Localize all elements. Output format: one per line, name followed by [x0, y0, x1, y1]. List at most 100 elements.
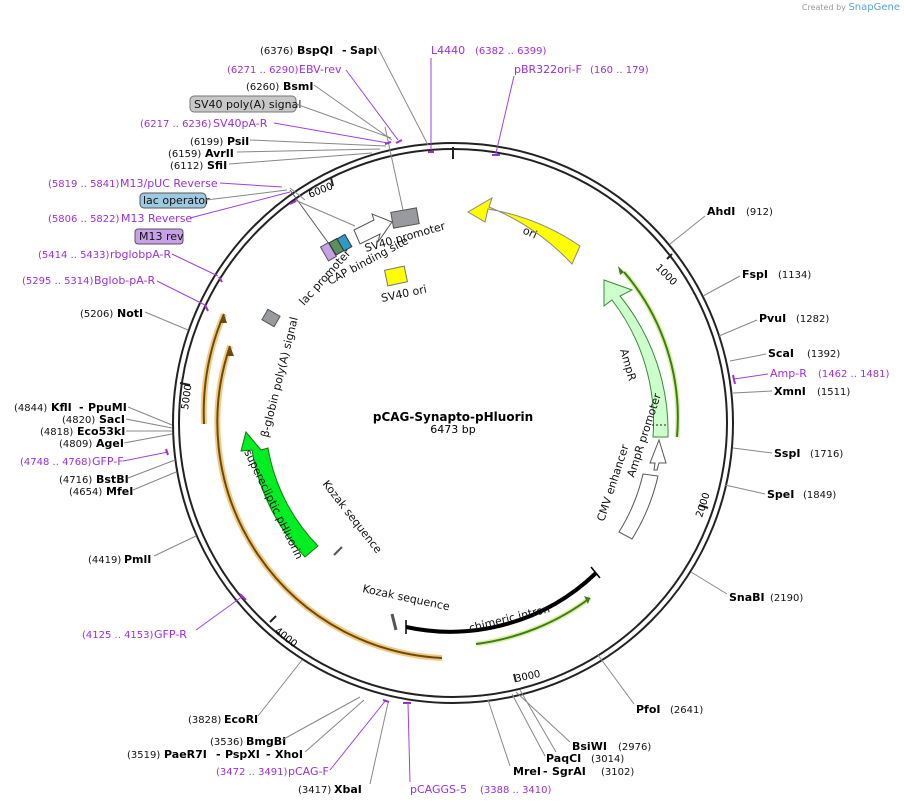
- svg-text:PsiI: PsiI: [227, 135, 249, 148]
- enzyme-paqci[interactable]: PaqCI (3014): [511, 693, 624, 765]
- sv40-polya-feature[interactable]: [289, 126, 420, 229]
- enzyme-fspi[interactable]: FspI (1134): [702, 268, 811, 297]
- svg-text:BsmI: BsmI: [283, 80, 314, 93]
- primer-gfp-f[interactable]: (4748 .. 4768) GFP-F: [20, 448, 169, 468]
- svg-text:GFP-F: GFP-F: [92, 455, 124, 468]
- enzyme-psii[interactable]: (6199) PsiI: [190, 135, 387, 148]
- credit-prefix: Created by: [801, 3, 846, 12]
- svg-text:pCAGGS-5: pCAGGS-5: [410, 783, 467, 796]
- primer-amp-r[interactable]: Amp-R (1462 .. 1481): [732, 367, 890, 385]
- enzyme-avrii[interactable]: (6159) AvrII: [168, 147, 381, 160]
- enzyme-sspi[interactable]: SspI (1716): [732, 447, 843, 460]
- primer-pbr322ori-f[interactable]: pBR322ori-F (160 .. 179): [492, 63, 649, 156]
- enzyme-spei[interactable]: SpeI (1849): [724, 484, 836, 501]
- cmv-enhancer-label: CMV enhancer: [594, 442, 631, 523]
- primer-pcaggs-5[interactable]: pCAGGS-5 (3388 .. 3410): [403, 702, 552, 796]
- enzyme-mfei[interactable]: (4654) MfeI: [69, 471, 177, 498]
- svg-text:PaqCI: PaqCI: [546, 752, 581, 765]
- enzyme-eco53ki[interactable]: (4818) Eco53kI: [40, 425, 172, 438]
- svg-text:(3014): (3014): [591, 754, 624, 765]
- svg-text:(6382 .. 6399): (6382 .. 6399): [475, 46, 547, 57]
- primer-m13-reverse[interactable]: (5806 .. 5822) M13 Reverse: [48, 191, 297, 225]
- svg-text:XbaI: XbaI: [334, 783, 362, 796]
- svg-text:AgeI: AgeI: [96, 437, 124, 450]
- tick-3000: 3000: [514, 669, 541, 685]
- enzyme-pmli[interactable]: (4419) PmlI: [88, 535, 197, 566]
- svg-text:(6199): (6199): [190, 137, 223, 148]
- enzyme-agei[interactable]: (4809) AgeI: [59, 433, 173, 450]
- svg-text:(3388 .. 3410): (3388 .. 3410): [480, 785, 552, 796]
- enzyme-paer7i[interactable]: (3519) PaeR7I - PspXI - XhoI: [127, 699, 365, 761]
- lac-promoter-feature[interactable]: lac promoter: [289, 189, 354, 308]
- svg-text:(3417): (3417): [298, 785, 331, 796]
- enzyme-mrei[interactable]: MreI - SgrAI (3102): [487, 699, 634, 778]
- m13rev-box[interactable]: M13 rev: [134, 228, 184, 245]
- lac-operator-box[interactable]: lac operator: [139, 189, 288, 209]
- primer-sv40pa-r[interactable]: (6217 .. 6236) SV40pA-R: [140, 117, 392, 145]
- svg-text:SpeI: SpeI: [767, 488, 794, 501]
- enzyme-noti[interactable]: (5206) NotI: [80, 307, 189, 331]
- bglobin-polya-feature[interactable]: β-globin poly(A) signal: [258, 308, 301, 439]
- svg-text:(6260): (6260): [246, 82, 279, 93]
- primer-ebv-rev[interactable]: (6271 .. 6290) EBV-rev: [227, 63, 403, 144]
- cmv-enhancer-feature[interactable]: CMV enhancer: [594, 442, 659, 540]
- svg-text:(3472 .. 3491): (3472 .. 3491): [216, 767, 288, 778]
- enzyme-kfli[interactable]: (4844) KflI - PpuMI: [14, 401, 173, 426]
- svg-text:SV40pA-R: SV40pA-R: [213, 117, 268, 130]
- svg-text:(4716): (4716): [59, 475, 92, 486]
- svg-text:(5295 .. 5314): (5295 .. 5314): [22, 276, 94, 287]
- svg-text:pBR322ori-F: pBR322ori-F: [514, 63, 582, 76]
- sv40-polya-box[interactable]: SV40 poly(A) signal: [189, 95, 392, 139]
- svg-text:PfoI: PfoI: [636, 703, 661, 716]
- svg-text:AhdI: AhdI: [707, 205, 735, 218]
- enzyme-saci[interactable]: (4820) SacI: [62, 413, 173, 429]
- svg-text:MreI: MreI: [513, 765, 541, 778]
- svg-text:SfiI: SfiI: [207, 159, 227, 172]
- tick-5000: 5000: [180, 384, 194, 411]
- svg-text:(2190): (2190): [770, 593, 803, 604]
- kozak-sequence-1-feature[interactable]: Kozak sequence: [320, 478, 385, 556]
- svg-text:(4809): (4809): [59, 439, 92, 450]
- sv40-ori-feature[interactable]: SV40 ori: [380, 265, 428, 305]
- svg-text:PmlI: PmlI: [124, 553, 151, 566]
- primer-bglob-pa-r[interactable]: (5295 .. 5314) Bglob-pA-R: [22, 274, 209, 312]
- enzyme-bstbi[interactable]: (4716) BstBI: [59, 459, 176, 486]
- svg-text:-: -: [342, 44, 347, 57]
- enzyme-bspqi[interactable]: (6376) BspQI - SapI: [260, 44, 429, 146]
- enzyme-snabi[interactable]: SnaBI (2190): [690, 571, 803, 604]
- svg-text:(4125 .. 4153): (4125 .. 4153): [82, 630, 154, 641]
- ori-feature[interactable]: ori: [467, 196, 581, 265]
- enzyme-pvui[interactable]: PvuI (1282): [718, 312, 829, 337]
- svg-text:FspI: FspI: [742, 268, 768, 281]
- bglobin-label: β-globin poly(A) signal: [258, 316, 301, 439]
- primer-m13-puc-reverse[interactable]: (5819 .. 5841) M13/pUC Reverse: [48, 177, 283, 190]
- enzyme-ahdi[interactable]: AhdI (912): [669, 205, 773, 245]
- primer-pcag-f[interactable]: (3472 .. 3491) pCAG-F: [216, 699, 390, 778]
- enzyme-sfii[interactable]: (6112) SfiI: [170, 152, 373, 172]
- backbone-outer: [172, 142, 734, 704]
- svg-text:Eco53kI: Eco53kI: [77, 425, 125, 438]
- enzyme-xbai[interactable]: (3417) XbaI: [298, 702, 389, 796]
- svg-text:(3519): (3519): [127, 750, 160, 761]
- svg-text:(3102): (3102): [601, 767, 634, 778]
- svg-text:(5206): (5206): [80, 309, 113, 320]
- primer-rbglobpa-r[interactable]: (5414 .. 5433) rbglobpA-R: [38, 248, 223, 283]
- enzyme-ecori[interactable]: (3828) EcoRI: [188, 659, 303, 726]
- enzyme-bsiwi[interactable]: BsiWI (2976): [515, 689, 651, 753]
- enzyme-pfoi[interactable]: PfoI (2641): [597, 654, 703, 716]
- svg-text:MfeI: MfeI: [106, 485, 133, 498]
- svg-text:(6159): (6159): [168, 149, 201, 160]
- svg-text:L4440: L4440: [431, 44, 465, 57]
- enzyme-bsmi[interactable]: (6260) BsmI: [246, 80, 393, 141]
- svg-text:SacI: SacI: [99, 413, 125, 426]
- enzyme-bmgbi[interactable]: (3536) BmgBI: [210, 696, 361, 748]
- ampr-feature[interactable]: AmpR: [603, 266, 681, 438]
- enzyme-xmni[interactable]: XmnI (1511): [732, 385, 850, 398]
- svg-text:M13/pUC Reverse: M13/pUC Reverse: [120, 177, 218, 190]
- svg-text:(2976): (2976): [618, 742, 651, 753]
- primer-gfp-r[interactable]: (4125 .. 4153) GFP-R: [82, 593, 247, 641]
- enzyme-scai[interactable]: ScaI (1392): [729, 347, 840, 362]
- svg-text:(4820): (4820): [62, 415, 95, 426]
- primer-l4440[interactable]: L4440: [428, 44, 465, 153]
